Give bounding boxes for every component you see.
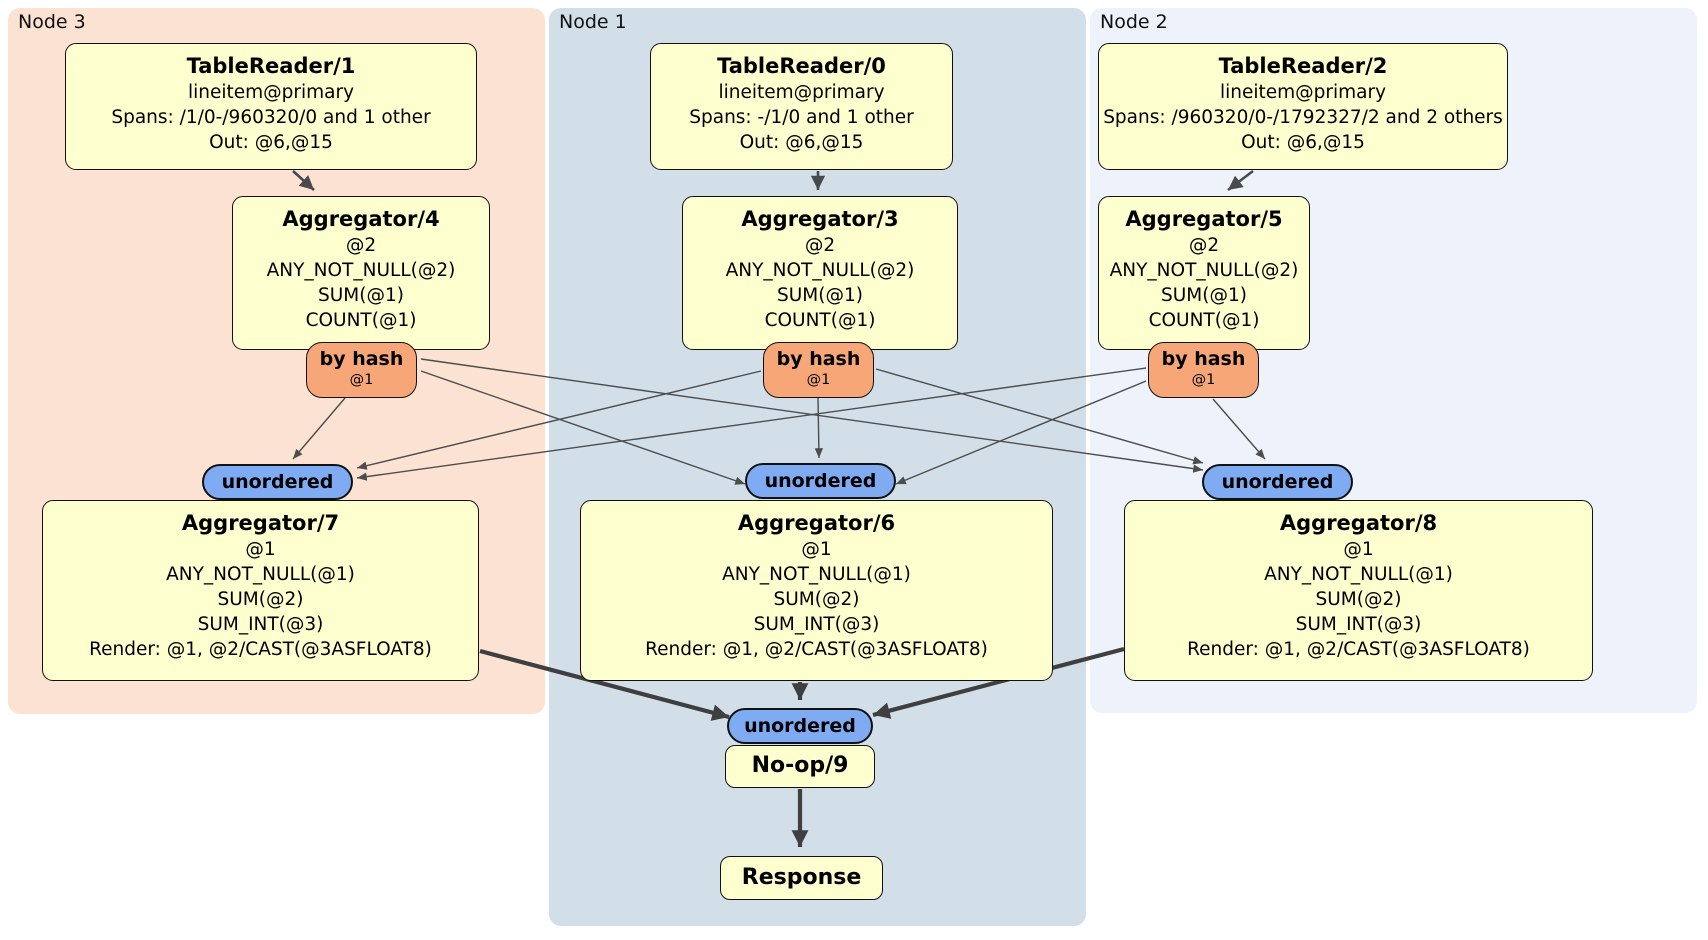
aggregator-5-title: Aggregator/5: [1125, 207, 1283, 231]
sync-unordered-node2: unordered: [1202, 464, 1353, 500]
hash-router-node1: by hash @1: [763, 342, 874, 398]
node3-region-label: Node 3: [18, 11, 86, 33]
tablereader-2-spans: Spans: /960320/0-/1792327/2 and 2 others: [1103, 107, 1503, 128]
aggregator-8-title: Aggregator/8: [1279, 511, 1438, 535]
aggregator-6-box: Aggregator/6 @1 ANY_NOT_NULL(@1) SUM(@2)…: [580, 500, 1053, 681]
aggregator-4-box: Aggregator/4 @2 ANY_NOT_NULL(@2) SUM(@1)…: [232, 196, 490, 350]
tablereader-0-spans: Spans: -/1/0 and 1 other: [689, 107, 914, 128]
tablereader-1-index: lineitem@primary: [187, 82, 355, 103]
node2-region-label: Node 2: [1100, 11, 1168, 33]
node1-region-label: Node 1: [559, 11, 627, 33]
aggregator-6-title: Aggregator/6: [737, 511, 896, 535]
tablereader-2-box: TableReader/2 lineitem@primary Spans: /9…: [1098, 43, 1508, 170]
tablereader-0-index: lineitem@primary: [718, 82, 885, 103]
aggregator-3-box: Aggregator/3 @2 ANY_NOT_NULL(@2) SUM(@1)…: [682, 196, 958, 350]
tablereader-1-box: TableReader/1 lineitem@primary Spans: /1…: [65, 43, 477, 170]
sync-unordered-final: unordered: [727, 708, 873, 744]
tablereader-0-box: TableReader/0 lineitem@primary Spans: -/…: [650, 43, 953, 170]
noop-9-box: No-op/9: [725, 745, 875, 788]
aggregator-3-title: Aggregator/3: [741, 207, 899, 231]
tablereader-2-title: TableReader/2: [1218, 54, 1388, 78]
sync-unordered-node3: unordered: [202, 464, 353, 500]
aggregator-4-title: Aggregator/4: [282, 207, 440, 231]
sync-unordered-node1: unordered: [745, 463, 896, 499]
aggregator-7-title: Aggregator/7: [181, 511, 340, 535]
response-box: Response: [720, 856, 883, 900]
hash-router-node3: by hash @1: [306, 342, 417, 398]
tablereader-0-out: Out: @6,@15: [739, 132, 864, 153]
tablereader-1-spans: Spans: /1/0-/960320/0 and 1 other: [111, 107, 431, 128]
tablereader-1-title: TableReader/1: [186, 54, 356, 78]
tablereader-2-out: Out: @6,@15: [1241, 132, 1365, 153]
aggregator-5-box: Aggregator/5 @2 ANY_NOT_NULL(@2) SUM(@1)…: [1098, 196, 1310, 350]
tablereader-2-index: lineitem@primary: [1219, 82, 1387, 103]
aggregator-7-box: Aggregator/7 @1 ANY_NOT_NULL(@1) SUM(@2)…: [42, 500, 479, 681]
hash-router-node2: by hash @1: [1148, 342, 1259, 398]
tablereader-0-title: TableReader/0: [717, 54, 886, 78]
aggregator-8-box: Aggregator/8 @1 ANY_NOT_NULL(@1) SUM(@2)…: [1124, 500, 1593, 681]
tablereader-1-out: Out: @6,@15: [209, 132, 333, 153]
